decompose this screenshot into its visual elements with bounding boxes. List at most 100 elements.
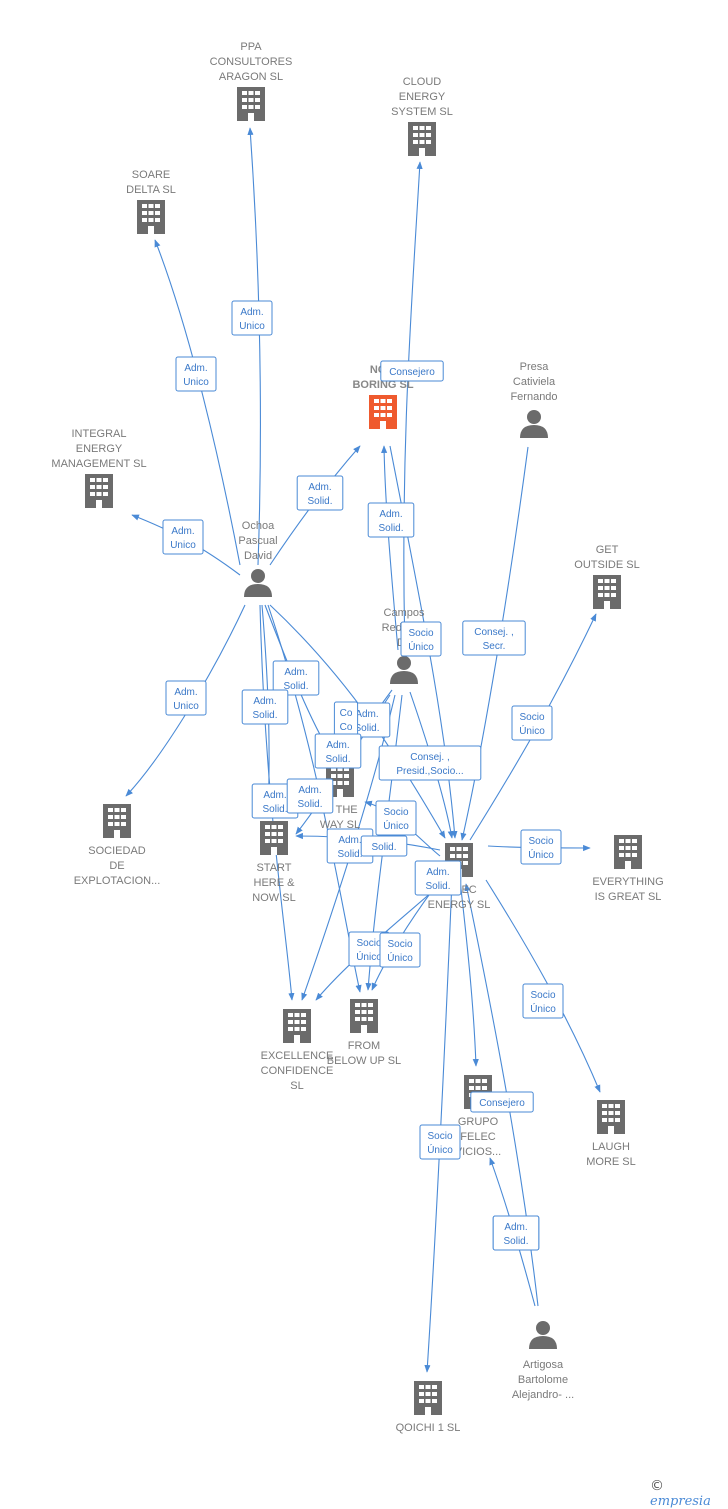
person-icon [529, 1321, 557, 1349]
edge-label-ochoa-to-waysl[interactable]: Adm.Solid. [272, 660, 320, 696]
edge-label-text: Adm. [174, 687, 197, 698]
node-label: IS GREAT SL [595, 891, 662, 903]
edge-label-text: Adm. [184, 363, 207, 374]
building-icon [414, 1381, 442, 1415]
node-label: EXCELLENCE [261, 1050, 334, 1062]
brand-logo: © empresia [650, 1478, 728, 1509]
node-label: Fernando [510, 391, 557, 403]
edge-label-ochoa-to-excellence[interactable]: Adm.Solid. [241, 689, 289, 725]
edge-label-text: Adm. [326, 740, 349, 751]
edge-label-text: Socio [530, 990, 555, 1001]
building-icon [85, 474, 113, 508]
edge-label-text: Único [519, 724, 545, 737]
edge-label-campos-to-notboring[interactable]: Adm.Solid. [367, 502, 415, 538]
node-label: FELEC [460, 1131, 496, 1143]
building-icon [260, 821, 288, 855]
edge-label-text: Socio [528, 836, 553, 847]
edge-label-text: Solid. [252, 710, 277, 721]
edge-label-campos-to-cloud[interactable]: Consejero [380, 360, 444, 382]
edge-label-felec-to-grupo[interactable]: Consejero [470, 1091, 534, 1113]
edge-label-text: Adm. [298, 785, 321, 796]
node-qoichi[interactable]: QOICHI 1 SL [396, 1381, 461, 1434]
node-label: CLOUD [403, 76, 442, 88]
brand-initial: e [650, 1494, 658, 1509]
edge-label-presa-to-felec[interactable]: Consej. ,Secr. [462, 620, 526, 656]
edge-label-text: Único [387, 951, 413, 964]
edge-label-campos-to-starthere[interactable]: Adm. Solid. [286, 778, 334, 814]
edge-label-text: Socio [387, 939, 412, 950]
person-icon [520, 410, 548, 438]
node-label: MANAGEMENT SL [51, 458, 146, 470]
edge-label-text: Adm. [263, 790, 286, 801]
edge-label-text: Co [340, 708, 353, 719]
node-label: LAUGH [592, 1141, 630, 1153]
edge-felec-to-grupo [459, 879, 479, 1067]
edge-label-ochoa-to-integral[interactable]: Adm.Unico [162, 519, 204, 555]
edge-label-text: Único [530, 1002, 556, 1015]
node-label: David [244, 550, 272, 562]
edge-label-text: Socio [427, 1131, 452, 1142]
edge-label-text: Consej. , [474, 627, 513, 638]
edge-label-text: Adm. [379, 509, 402, 520]
node-label: BORING SL [352, 379, 413, 391]
edge-label-text: Único [427, 1143, 453, 1156]
node-label: WAY SL [320, 819, 360, 831]
node-label: GET [596, 544, 619, 556]
edge-label-artigosa-to-grupo[interactable]: Adm.Solid. [492, 1215, 540, 1251]
building-icon [408, 122, 436, 156]
edge-label-ochoa-to-soare[interactable]: Adm.Unico [175, 356, 217, 392]
node-label: VICIOS... [455, 1146, 501, 1158]
building-icon [237, 87, 265, 121]
edge-label-ochoa-to-sociedad[interactable]: Adm. Unico [165, 680, 207, 716]
edge-label-text: Solid. [371, 842, 396, 853]
node-label: CONSULTORES [210, 56, 293, 68]
node-excellence[interactable]: EXCELLENCE CONFIDENCE SL [261, 1009, 334, 1092]
node-label: CONFIDENCE [261, 1065, 334, 1077]
person-icon [244, 569, 272, 597]
edge-label-ochoa-to-ppa[interactable]: Adm.Unico [231, 300, 273, 336]
node-label: SL [290, 1080, 303, 1092]
edge-label-felec-to-excellence[interactable]: Adm.Solid. [414, 860, 462, 896]
edge-label-text: Adm. [355, 709, 378, 720]
node-grupo[interactable]: GRUPOFELECVICIOS... [455, 1075, 501, 1158]
edge-campos-to-cloud [403, 161, 423, 651]
edge-label-campos-to-waysl[interactable]: Adm.Solid. [314, 733, 362, 769]
edge-label-text: Unico [173, 701, 199, 712]
edge-label-text: Solid. [354, 723, 379, 734]
edge-label-text: Solid. [337, 849, 362, 860]
node-artigosa[interactable]: ArtigosaBartolomeAlejandro- ... [512, 1321, 574, 1401]
building-icon [614, 835, 642, 869]
edge-label-text: Solid. [297, 799, 322, 810]
edge-label-campos-to-felec[interactable]: Consej. ,Presid.,Socio... [378, 745, 482, 781]
edge-label-felec-to-waysl[interactable]: Solid. [360, 835, 408, 857]
edge-label-ochoa-to-notboring[interactable]: Adm.Solid. [296, 475, 344, 511]
edge-label-text: Solid. [262, 804, 287, 815]
node-label: DE [109, 860, 124, 872]
node-label: Ochoa [242, 520, 275, 532]
edge-label-text: Unico [170, 540, 196, 551]
node-label: SOARE [132, 169, 171, 181]
node-sociedad[interactable]: SOCIEDADDEEXPLOTACION... [74, 804, 161, 887]
